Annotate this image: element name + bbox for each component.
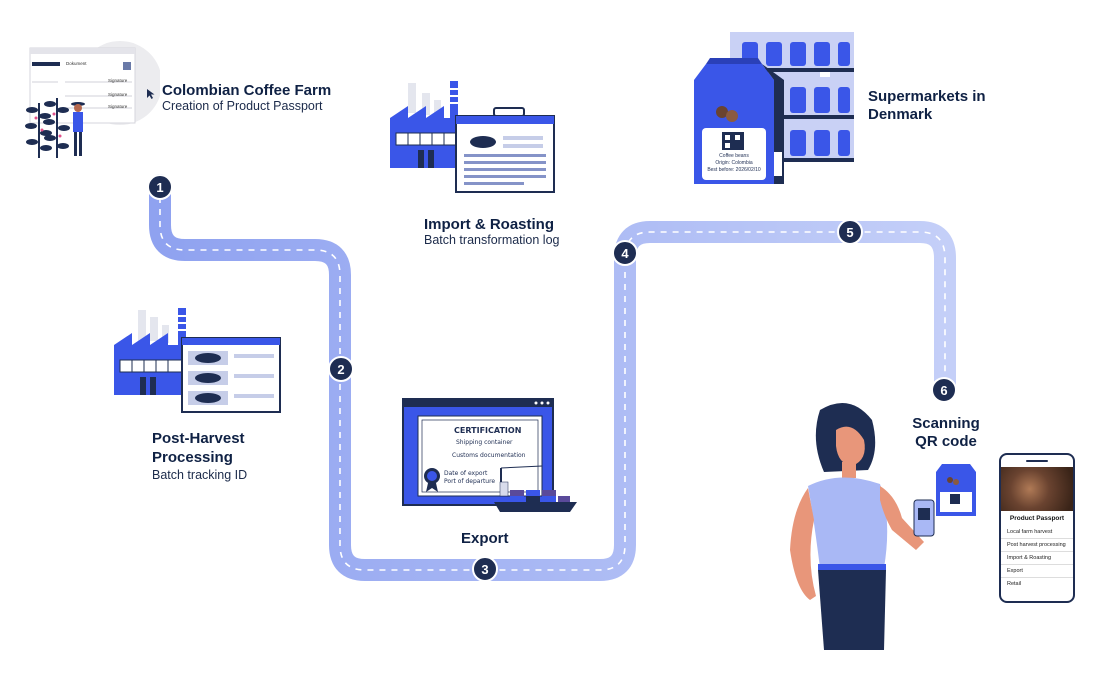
certificate-line-3: Date of export — [444, 470, 488, 477]
path-dashes — [159, 185, 946, 571]
phone-mockup: Product Passport Local farm harvest Post… — [999, 453, 1075, 603]
certificate-title: CERTIFICATION — [454, 426, 522, 435]
step-badge-5: 5 — [837, 219, 863, 245]
farm-subtitle: Creation of Product Passport — [162, 99, 323, 114]
export-title: Export — [461, 530, 509, 547]
post-harvest-factory-illustration — [114, 308, 281, 413]
factory-icon — [390, 81, 463, 168]
post-harvest-subtitle: Batch tracking ID — [152, 467, 248, 482]
farmer-icon — [71, 102, 85, 156]
label-post-harvest: Post-Harvest Processing Batch tracking I… — [152, 430, 282, 482]
farm-form-row-1: Signature — [108, 78, 128, 83]
certificate-line-1: Shipping container — [456, 439, 513, 446]
step-badge-4: 4 — [612, 240, 638, 266]
scanning-title: Scanning QR code — [912, 415, 980, 450]
phone-item-1[interactable]: Local farm harvest — [1001, 526, 1073, 539]
factory-icon — [114, 308, 188, 395]
coffee-bag-line-3: Best before: 2026/02/10 — [707, 167, 761, 173]
phone-item-3[interactable]: Import & Roasting — [1001, 552, 1073, 565]
label-supermarkets: Supermarkets in Denmark — [868, 88, 998, 124]
document-window-icon — [455, 107, 555, 193]
import-subtitle: Batch transformation log — [424, 233, 560, 248]
post-harvest-title: Post-Harvest Processing — [152, 430, 245, 466]
coffee-bag-label: Coffee beans Origin: Colombia Best befor… — [704, 153, 764, 174]
phone-item-2[interactable]: Post harvest processing — [1001, 539, 1073, 552]
certificate-window-icon — [402, 398, 577, 512]
import-factory-illustration — [390, 81, 555, 193]
coffee-bag-line-1: Coffee beans — [719, 153, 749, 159]
step-badge-6: 6 — [931, 377, 957, 403]
smartphone-scan-icon — [913, 499, 935, 537]
step-badge-2: 2 — [328, 356, 354, 382]
label-farm: Colombian Coffee Farm Creation of Produc… — [162, 82, 331, 114]
label-scanning: Scanning QR code — [906, 415, 986, 451]
farm-title: Colombian Coffee Farm — [162, 82, 332, 99]
cargo-ship-icon — [494, 465, 577, 512]
phone-notch — [1001, 455, 1073, 467]
step-badge-1: 1 — [147, 174, 173, 200]
phone-header: Product Passport — [1009, 515, 1065, 522]
phone-item-5[interactable]: Retail — [1007, 581, 1022, 587]
coffee-plant-icon — [25, 98, 70, 158]
person-icon — [790, 402, 924, 650]
certificate-line-2: Customs documentation — [452, 452, 526, 459]
certificate-line-4: Port of departure — [444, 478, 496, 485]
farm-form-row-3: Signature — [108, 104, 128, 109]
import-title: Import & Roasting — [424, 216, 554, 233]
batch-list-window-icon — [181, 337, 281, 413]
step-badge-3: 3 — [472, 556, 498, 582]
cursor-icon — [147, 89, 155, 99]
supermarkets-title: Supermarkets in Denmark — [868, 88, 986, 123]
person-scanning-illustration — [790, 402, 976, 650]
supermarket-illustration: Coffee beans Origin: Colombia Best befor… — [692, 32, 857, 187]
farm-graphic — [25, 41, 160, 158]
small-coffee-bag-icon — [936, 464, 976, 516]
phone-item-4[interactable]: Export — [1001, 565, 1073, 578]
coffee-bag-icon — [694, 58, 784, 184]
export-illustration: CERTIFICATION Shipping container Customs… — [402, 398, 582, 516]
label-export: Export — [461, 530, 509, 547]
label-import: Import & Roasting Batch transformation l… — [424, 216, 560, 248]
farm-form-row-2: Signature — [108, 92, 128, 97]
supermarket-shelf-icon — [694, 32, 854, 184]
farm-form-header: Dokument — [66, 61, 87, 66]
coffee-bag-line-2: Origin: Colombia — [715, 160, 753, 166]
farm-illustration: Dokument Signature Signature Signature — [20, 38, 160, 163]
coffee-beans-photo — [1001, 467, 1073, 511]
